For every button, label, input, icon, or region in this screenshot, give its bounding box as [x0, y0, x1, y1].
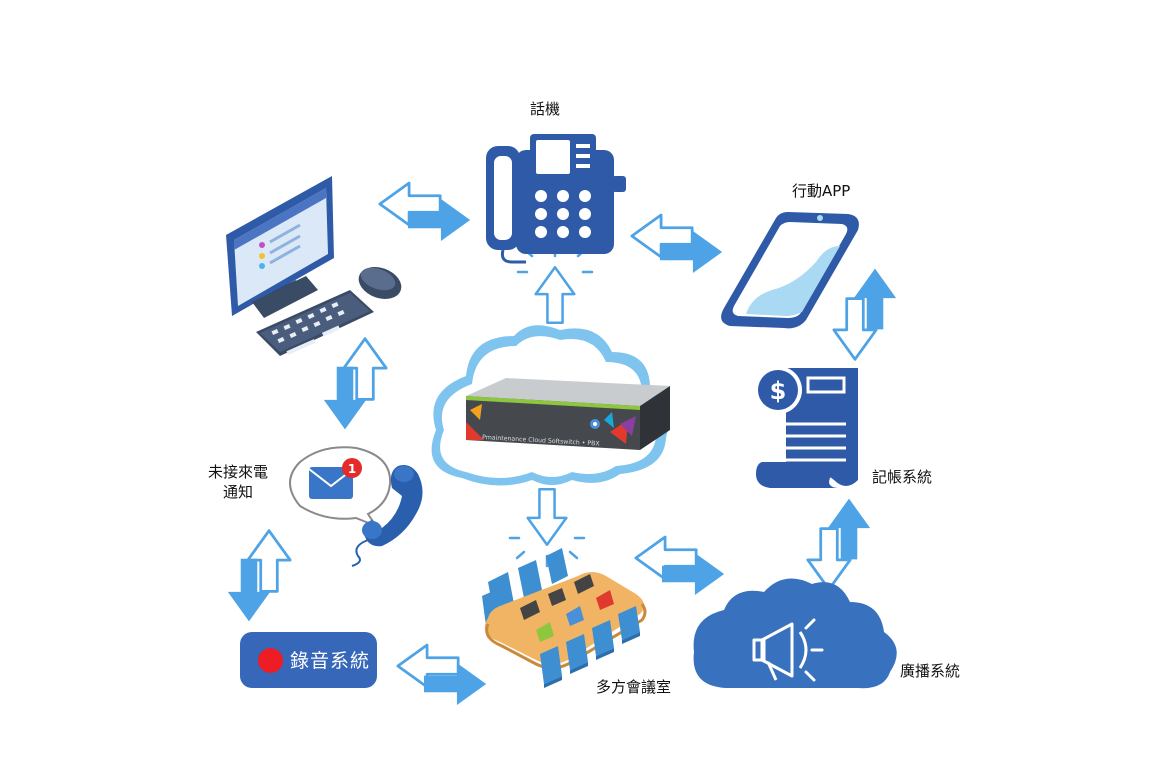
desk-phone-icon	[486, 134, 626, 264]
envelope-icon	[309, 467, 353, 499]
notification-badge	[342, 458, 362, 478]
handset-icon	[351, 465, 423, 567]
record-dot-icon	[258, 648, 283, 673]
label-missed-call-line2: 通知	[222, 483, 253, 501]
label-broadcast: 廣播系統	[900, 662, 961, 680]
arrow-conference-broadcast	[634, 535, 725, 596]
label-phone: 話機	[530, 100, 561, 118]
conference-room-icon	[482, 548, 647, 688]
notification-badge-count: 1	[348, 462, 356, 476]
label-recording: 錄音系統	[290, 650, 371, 672]
smartphone-icon	[721, 212, 859, 329]
desktop-computer-icon	[226, 176, 402, 356]
arrow-computer-notification	[323, 337, 388, 430]
broadcast-cloud	[693, 578, 897, 689]
billing-document-icon: $	[754, 366, 858, 488]
recording-system-box: 錄音系統	[240, 632, 377, 688]
label-conference: 多方會議室	[596, 678, 672, 696]
dollar-icon: $	[770, 377, 787, 405]
arrow-billing-broadcast	[806, 498, 871, 591]
arrow-computer-phone	[378, 181, 471, 242]
arrow-server-phone	[516, 244, 594, 325]
missed-call-notification-icon: 1	[289, 446, 423, 567]
arrow-phone-mobile	[630, 213, 723, 274]
label-billing: 記帳系統	[872, 468, 933, 486]
label-missed-call: 未接來電 通知	[206, 462, 270, 502]
arrow-server-conference	[508, 487, 586, 568]
label-missed-call-line1: 未接來電	[207, 463, 268, 481]
server-box: Pmaintenance Cloud Softswitch • PBX	[466, 378, 670, 450]
label-mobile-app: 行動APP	[792, 182, 851, 200]
cloud-server: Pmaintenance Cloud Softswitch • PBX	[431, 325, 670, 486]
arrow-mobile-billing	[832, 268, 897, 361]
megaphone-icon	[752, 622, 808, 681]
arrow-notification-recording	[227, 529, 292, 622]
arrow-recording-conference	[396, 643, 487, 706]
